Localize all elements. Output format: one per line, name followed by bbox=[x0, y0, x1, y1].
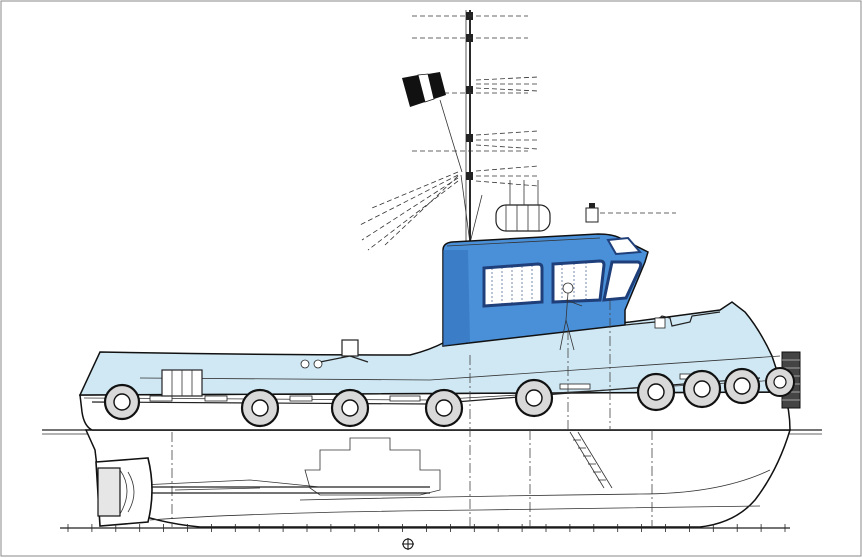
liferaft-canister bbox=[495, 180, 551, 232]
bilge-line bbox=[299, 469, 771, 501]
towing-hook bbox=[300, 339, 369, 369]
forward-bitt bbox=[654, 317, 666, 329]
keel-line bbox=[149, 505, 761, 521]
tire-fender-icon bbox=[723, 367, 761, 405]
frame-section-lines bbox=[171, 300, 653, 527]
window-3 bbox=[602, 260, 643, 302]
roof-searchlight-icon bbox=[585, 203, 676, 223]
searchlight-beams bbox=[359, 171, 459, 251]
aft-hatch bbox=[161, 369, 203, 397]
wheelhouse-roof-edge bbox=[446, 237, 601, 247]
tire-fender-icon bbox=[636, 372, 676, 412]
kort-nozzle-icon bbox=[95, 457, 153, 527]
tire-fender-icon bbox=[514, 378, 554, 418]
access-ladder bbox=[569, 431, 613, 489]
mast bbox=[460, 10, 483, 244]
tire-fender-icon bbox=[330, 388, 370, 428]
tire-fender-icon bbox=[424, 388, 464, 428]
tire-fender-icon bbox=[103, 383, 141, 421]
flag-icon bbox=[402, 72, 463, 173]
tire-fender-icon bbox=[682, 369, 722, 409]
propeller-shaft bbox=[139, 479, 430, 494]
navigation-light-beams bbox=[412, 15, 539, 187]
bulwark-rail bbox=[139, 355, 781, 381]
engine-outline bbox=[304, 437, 441, 496]
window-top bbox=[606, 236, 643, 256]
helmsman-figure bbox=[559, 282, 583, 351]
hull-underwater bbox=[84, 429, 792, 528]
window-1 bbox=[482, 262, 544, 308]
tire-fender-icon bbox=[240, 388, 280, 428]
tire-fender-icon bbox=[765, 367, 795, 397]
wheelhouse-windows bbox=[482, 236, 643, 308]
frame-ticks bbox=[67, 524, 786, 532]
midship-symbol-icon bbox=[402, 538, 414, 550]
window-2 bbox=[551, 259, 606, 304]
tire-fenders bbox=[103, 367, 795, 428]
wheelhouse-shadow bbox=[443, 250, 470, 346]
